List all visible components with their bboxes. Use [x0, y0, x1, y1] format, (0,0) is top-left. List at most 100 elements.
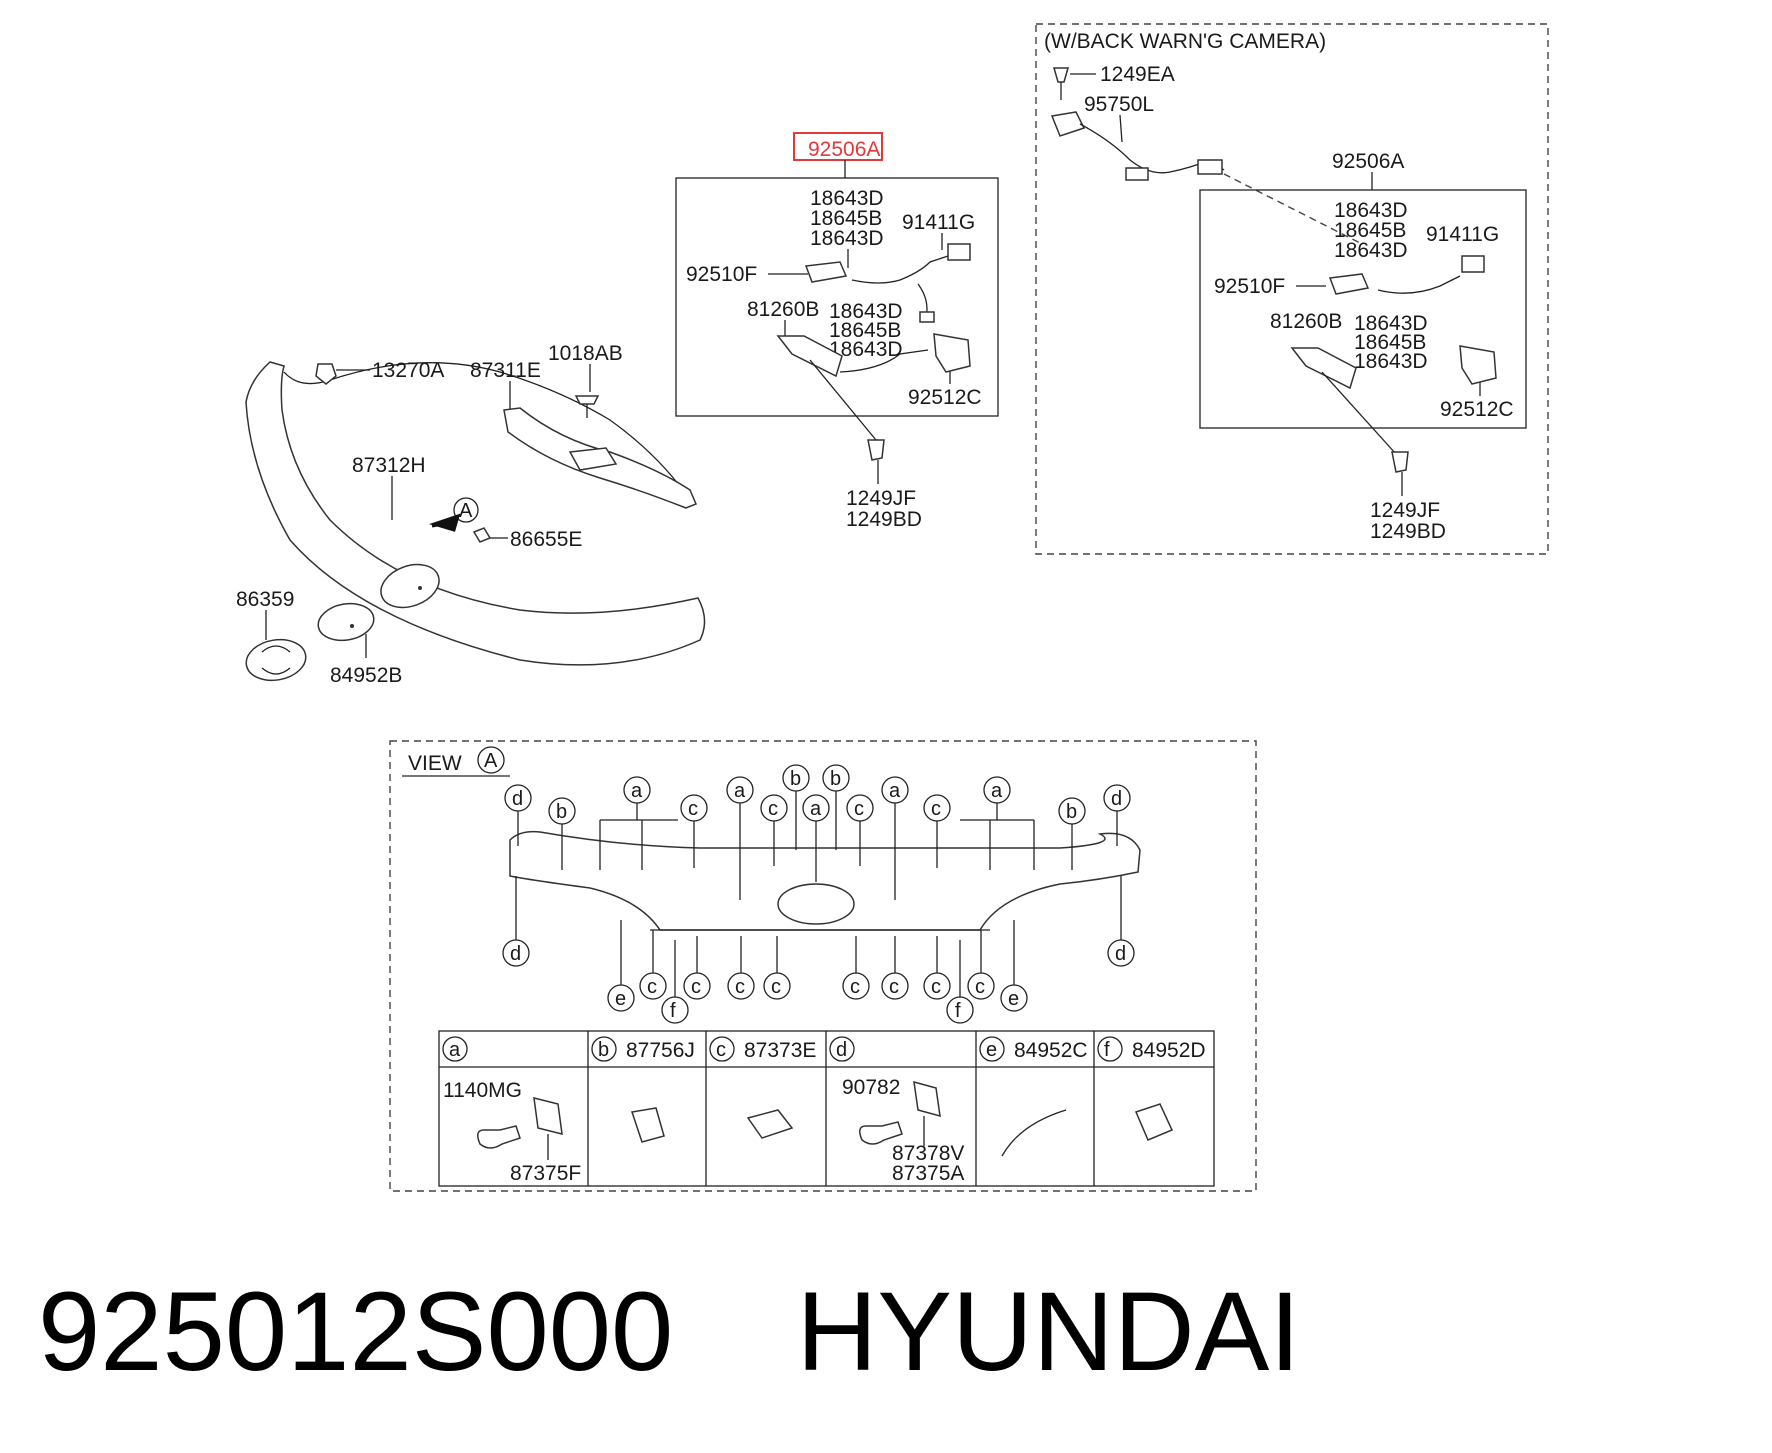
callout-bottom-13: e — [1000, 920, 1028, 1012]
bolt-icon — [1053, 67, 1069, 83]
callout-top-13: a — [960, 776, 1035, 870]
camera-top-label-2: 95750L — [1084, 93, 1154, 116]
highlight-box[interactable] — [793, 132, 883, 161]
clip-icon — [472, 527, 492, 543]
callout-bottom-1: d — [502, 876, 530, 967]
nut-icon — [315, 363, 337, 385]
main-label-1: 18643D — [810, 187, 884, 210]
svg-text:87756J: 87756J — [626, 1039, 695, 1062]
svg-text:a: a — [810, 798, 822, 820]
view-arrow-icon — [429, 513, 461, 532]
main-assembly-box — [675, 177, 999, 417]
svg-text:f: f — [955, 1000, 961, 1022]
garnish-label-4: 87312H — [352, 454, 426, 477]
callout-bottom-6: c — [727, 936, 755, 1000]
view-a-panel: VIEW A d b a c a c b a b c a c a b d d e — [389, 740, 1257, 1192]
callout-top-14: b — [1058, 797, 1086, 870]
callout-bottom-9: c — [881, 936, 909, 1000]
lamp-housing-icon — [776, 335, 843, 378]
svg-text:87375A: 87375A — [892, 1162, 964, 1185]
svg-text:a: a — [889, 780, 901, 802]
camera-title: (W/BACK WARN'G CAMERA) — [1044, 30, 1326, 53]
camera-connector-2-icon — [1197, 159, 1223, 175]
svg-text:f: f — [1104, 1039, 1110, 1061]
camera-top-label-1: 1249EA — [1100, 63, 1175, 86]
callout-bottom-3: c — [639, 930, 667, 1000]
camera-label-8: 18645B — [1354, 331, 1426, 354]
callout-top-1: d — [504, 784, 532, 846]
svg-text:84952C: 84952C — [1014, 1039, 1088, 1062]
svg-text:d: d — [1115, 943, 1126, 965]
main-label-9: 18643D — [829, 338, 903, 361]
callout-top-4: c — [680, 794, 708, 868]
camera-label-10: 92512C — [1440, 398, 1514, 421]
clip-b-icon — [631, 1107, 665, 1143]
svg-text:b: b — [830, 768, 841, 790]
pad-f-icon — [1134, 1103, 1174, 1141]
view-emblem-icon — [777, 883, 855, 925]
camera-icon — [1050, 111, 1086, 137]
svg-text:d: d — [836, 1039, 847, 1061]
main-label-6: 81260B — [747, 298, 819, 321]
svg-text:b: b — [1066, 801, 1077, 823]
latch-icon — [568, 447, 618, 471]
highlight-label[interactable]: 92506A — [808, 138, 880, 161]
view-title: VIEW — [408, 752, 462, 775]
svg-text:c: c — [975, 976, 985, 998]
callout-bottom-8: c — [842, 936, 870, 1000]
legend-cell-a: a 1140MG 87375F — [442, 1036, 581, 1185]
main-label-2: 18645B — [810, 207, 882, 230]
svg-text:c: c — [931, 976, 941, 998]
garnish-label-5: 86655E — [510, 528, 582, 551]
callout-bottom-14: d — [1107, 876, 1135, 967]
svg-text:c: c — [691, 976, 701, 998]
garnish-label-6: 86359 — [236, 588, 294, 611]
foam-pad-icon — [533, 1097, 563, 1135]
callout-top-6: c — [760, 794, 788, 866]
svg-text:1140MG: 1140MG — [443, 1079, 522, 1102]
callout-bottom-2: e — [607, 920, 635, 1012]
callout-top-15: d — [1103, 784, 1131, 846]
push-pin-icon — [477, 1125, 521, 1149]
callout-bottom-7: c — [763, 936, 791, 1000]
connector-icon — [947, 243, 971, 261]
main-screw-2: 1249BD — [846, 508, 922, 531]
clip-c-icon — [746, 1109, 794, 1139]
emblem-icon — [245, 638, 307, 682]
emblem-mount-icon — [380, 563, 440, 609]
svg-text:e: e — [1008, 988, 1019, 1010]
camera-label-7: 18643D — [1354, 312, 1428, 335]
camera-lamp-connector-icon — [1461, 255, 1485, 273]
svg-text:a: a — [631, 780, 643, 802]
main-label-3: 18643D — [810, 227, 884, 250]
view-a-marker — [453, 497, 479, 523]
svg-text:c: c — [854, 798, 864, 820]
camera-lamp-lens-icon — [1328, 273, 1370, 295]
camera-option-panel: (W/BACK WARN'G CAMERA) 1249EA 95750L 925… — [1035, 23, 1549, 555]
svg-text:e: e — [615, 988, 626, 1010]
camera-label-6: 81260B — [1270, 310, 1342, 333]
main-label-4: 91411G — [902, 211, 975, 234]
svg-text:c: c — [850, 976, 860, 998]
svg-text:e: e — [986, 1039, 997, 1061]
callout-bottom-10: c — [923, 936, 951, 1000]
main-label-10: 92512C — [908, 386, 982, 409]
callout-top-12: c — [923, 794, 951, 868]
camera-connector-icon — [1125, 167, 1149, 181]
main-lamp-assembly: 92506A 18643D 18645B 18643D 91411G 92510… — [675, 132, 999, 531]
socket-icon — [919, 311, 935, 323]
camera-bracket-icon — [1459, 345, 1497, 385]
garnish-label-1: 13270A — [372, 359, 444, 382]
main-label-7: 18643D — [829, 300, 903, 323]
svg-text:87375F: 87375F — [510, 1162, 581, 1185]
svg-text:c: c — [735, 976, 745, 998]
callout-top-9: b — [822, 764, 850, 850]
svg-text:b: b — [790, 768, 801, 790]
push-pin-d-icon — [859, 1121, 903, 1145]
legend-cell-c: c 87373E — [709, 1036, 816, 1139]
view-garnish-outline-icon — [509, 830, 1141, 931]
callout-bottom-4: f — [661, 940, 689, 1024]
callout-top-8: a — [802, 794, 830, 882]
callout-top-5: a — [726, 776, 754, 900]
camera-label-1: 18643D — [1334, 199, 1408, 222]
